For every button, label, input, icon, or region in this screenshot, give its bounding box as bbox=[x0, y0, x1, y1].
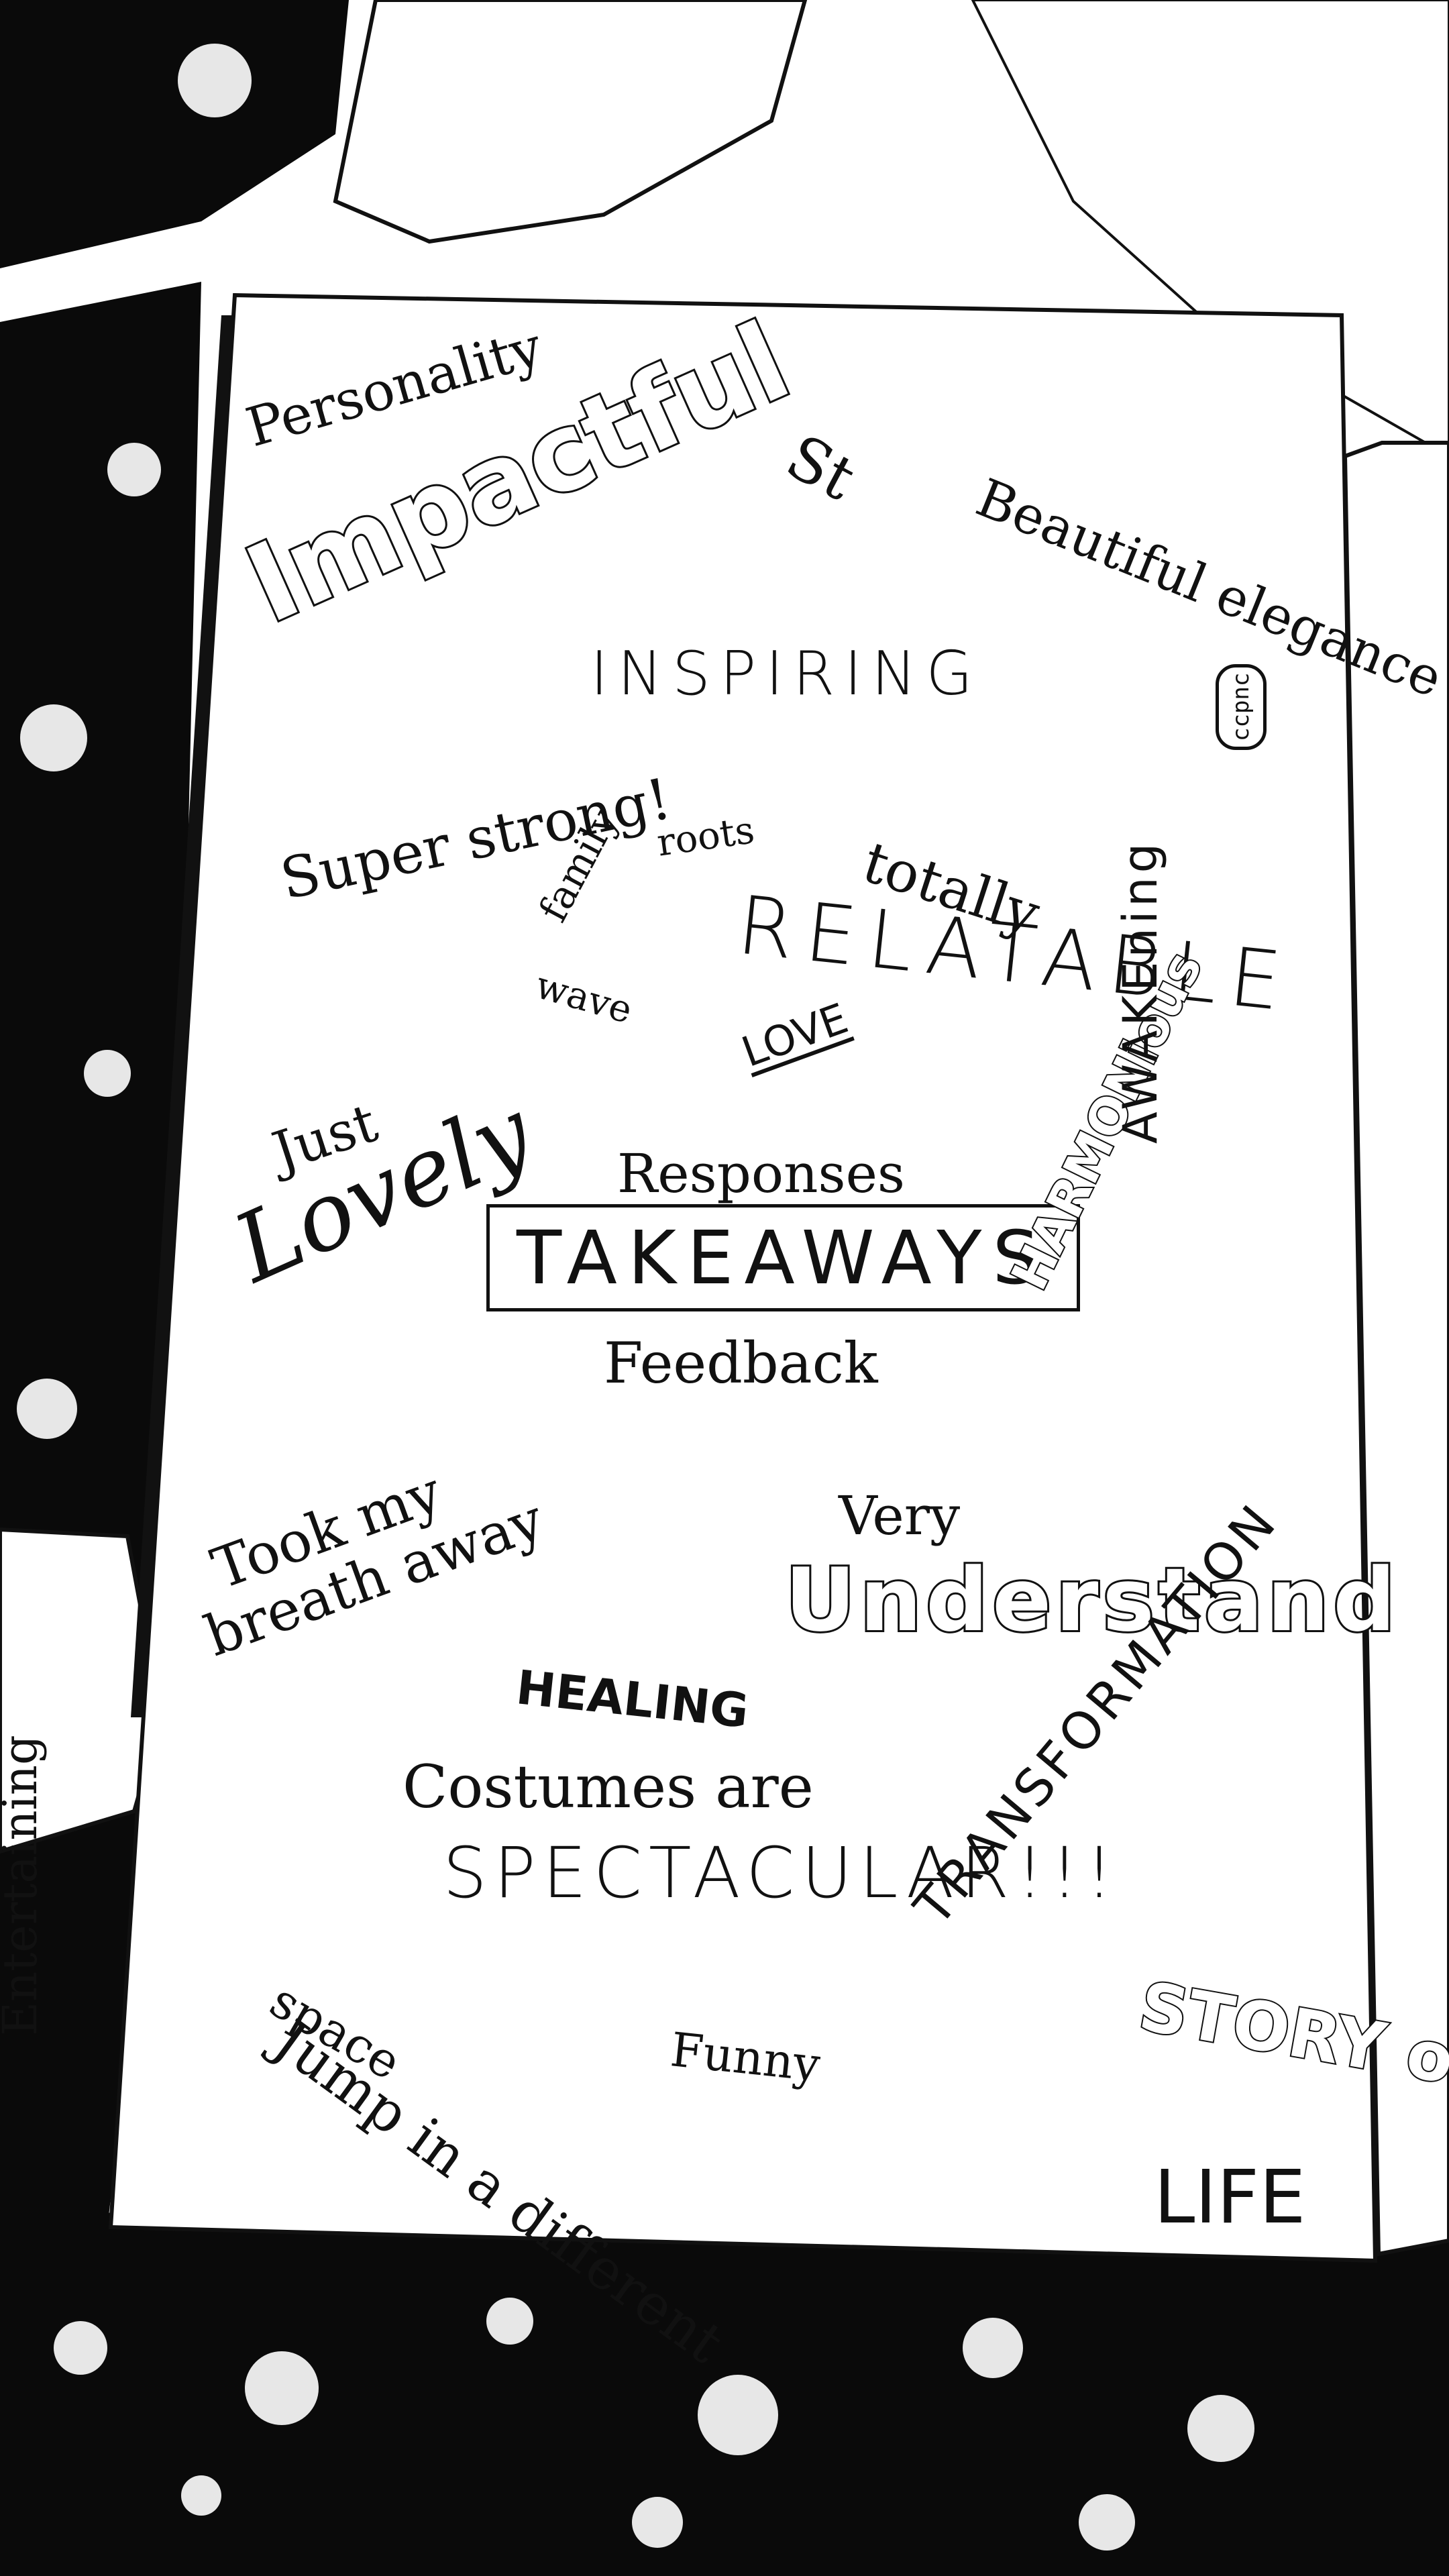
word-awakening: AWAKEning bbox=[1117, 839, 1164, 1144]
word-understanding: Understand bbox=[785, 1556, 1399, 1644]
word-funny: Funny bbox=[668, 2026, 822, 2088]
word-life: LIFE bbox=[1154, 2160, 1306, 2234]
word-entertaining: Entertaining bbox=[0, 1735, 44, 2036]
word-very: Very bbox=[839, 1489, 960, 1543]
word-costumes-are: Costumes are bbox=[402, 1758, 814, 1817]
word-ccpnc: ccpnc bbox=[1216, 664, 1267, 750]
word-takeaways: TAKEAWAYS bbox=[486, 1204, 1080, 1311]
word-responses: Responses bbox=[617, 1147, 905, 1201]
word-inspiring: INSPIRING bbox=[590, 644, 982, 704]
word-feedback: Feedback bbox=[604, 1335, 878, 1391]
